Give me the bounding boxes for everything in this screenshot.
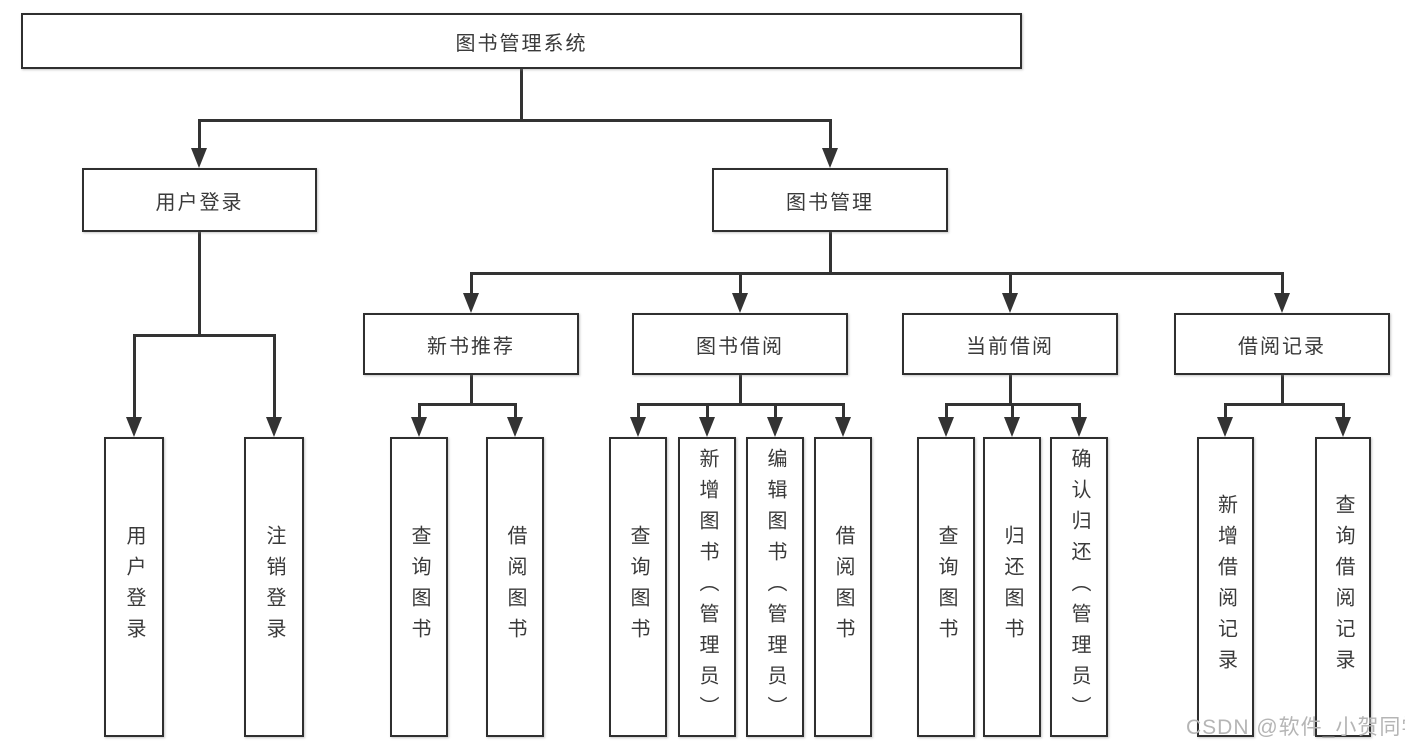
connector-borrow-records-stub	[1281, 375, 1284, 405]
connector-leaf	[637, 403, 640, 429]
connector-leaf	[1342, 403, 1345, 429]
leaf-user-login: 用户登录	[104, 437, 164, 737]
connector-book-management-rail	[470, 272, 1282, 275]
leaf-logout: 注销登录	[244, 437, 304, 737]
leaf-query-books-current: 查询图书	[917, 437, 975, 737]
node-root-label: 图书管理系统	[455, 32, 588, 55]
connector-user-login-rail	[133, 334, 274, 337]
leaf-confirm-return-admin: 确认归还（管理员）	[1050, 437, 1108, 737]
leaf-query-books-current-label: 查询图书	[935, 525, 957, 649]
leaf-confirm-return-admin-label: 确认归还（管理员）	[1068, 447, 1090, 727]
connector-root-to-book-management	[829, 119, 832, 159]
leaf-query-borrow-record-label: 查询借阅记录	[1332, 494, 1354, 680]
arrowhead-icon	[630, 417, 646, 437]
connector-to-leaf-logout	[273, 334, 276, 428]
node-user-login: 用户登录	[82, 168, 317, 232]
arrowhead-icon	[732, 293, 748, 313]
node-book-borrow-label: 图书借阅	[696, 335, 784, 358]
leaf-query-books-recommend: 查询图书	[390, 437, 448, 737]
leaf-borrow-books: 借阅图书	[814, 437, 872, 737]
connector-to-borrow-records	[1281, 272, 1284, 306]
arrowhead-icon	[126, 417, 142, 437]
arrowhead-icon	[1004, 417, 1020, 437]
node-borrow-records-label: 借阅记录	[1238, 335, 1326, 358]
connector-root-rail	[198, 119, 830, 122]
connector-leaf	[842, 403, 845, 429]
arrowhead-icon	[411, 417, 427, 437]
leaf-borrow-books-label: 借阅图书	[832, 525, 854, 649]
connector-leaf	[1011, 403, 1014, 429]
arrowhead-icon	[822, 148, 838, 168]
leaf-query-books-recommend-label: 查询图书	[408, 525, 430, 649]
arrowhead-icon	[1071, 417, 1087, 437]
node-new-book-recommend-label: 新书推荐	[427, 335, 515, 358]
connector-book-borrow-stub	[739, 375, 742, 405]
arrowhead-icon	[1274, 293, 1290, 313]
arrowhead-icon	[835, 417, 851, 437]
connector-leaf	[774, 403, 777, 429]
watermark: CSDN @软件_小贺同学	[1186, 716, 1405, 739]
arrowhead-icon	[1335, 417, 1351, 437]
arrowhead-icon	[1002, 293, 1018, 313]
connector-user-login-stub	[198, 232, 201, 335]
leaf-user-login-label: 用户登录	[123, 525, 145, 649]
node-borrow-records: 借阅记录	[1174, 313, 1390, 375]
connector-to-new-book-recommend	[470, 272, 473, 306]
leaf-add-books-admin: 新增图书（管理员）	[678, 437, 736, 737]
connector-current-borrow-stub	[1009, 375, 1012, 405]
connector-root-to-user-login	[198, 119, 201, 159]
arrowhead-icon	[699, 417, 715, 437]
leaf-add-borrow-record: 新增借阅记录	[1197, 437, 1254, 737]
leaf-logout-label: 注销登录	[263, 525, 285, 649]
arrowhead-icon	[266, 417, 282, 437]
leaf-edit-books-admin-label: 编辑图书（管理员）	[764, 447, 786, 727]
leaf-query-books-borrow: 查询图书	[609, 437, 667, 737]
leaf-borrow-books-recommend: 借阅图书	[486, 437, 544, 737]
node-current-borrow: 当前借阅	[902, 313, 1118, 375]
node-book-management: 图书管理	[712, 168, 948, 232]
connector-borrow-records-rail	[1224, 403, 1344, 406]
node-current-borrow-label: 当前借阅	[966, 335, 1054, 358]
leaf-return-books: 归还图书	[983, 437, 1041, 737]
leaf-return-books-label: 归还图书	[1001, 525, 1023, 649]
connector-leaf	[1078, 403, 1081, 429]
arrowhead-icon	[938, 417, 954, 437]
connector-leaf	[1224, 403, 1227, 429]
connector-to-leaf-user-login	[133, 334, 136, 428]
connector-book-management-stub	[829, 232, 832, 273]
arrowhead-icon	[507, 417, 523, 437]
node-user-login-label: 用户登录	[155, 191, 244, 214]
connector-book-borrow-rail	[637, 403, 844, 406]
arrowhead-icon	[191, 148, 207, 168]
leaf-query-books-borrow-label: 查询图书	[627, 525, 649, 649]
connector-leaf	[706, 403, 709, 429]
node-new-book-recommend: 新书推荐	[363, 313, 579, 375]
leaf-add-borrow-record-label: 新增借阅记录	[1214, 494, 1237, 680]
connector-to-book-borrow	[739, 272, 742, 306]
leaf-edit-books-admin: 编辑图书（管理员）	[746, 437, 804, 737]
arrowhead-icon	[767, 417, 783, 437]
leaf-query-borrow-record: 查询借阅记录	[1315, 437, 1371, 737]
node-book-borrow: 图书借阅	[632, 313, 848, 375]
node-book-management-label: 图书管理	[786, 191, 874, 214]
leaf-add-books-admin-label: 新增图书（管理员）	[696, 447, 718, 727]
connector-to-current-borrow	[1009, 272, 1012, 306]
arrowhead-icon	[463, 293, 479, 313]
connector-root-stub	[520, 69, 523, 120]
arrowhead-icon	[1217, 417, 1233, 437]
connector-new-book-recommend-rail	[418, 403, 516, 406]
leaf-borrow-books-recommend-label: 借阅图书	[504, 525, 526, 649]
connector-leaf	[418, 403, 421, 429]
connector-leaf	[514, 403, 517, 429]
connector-leaf	[945, 403, 948, 429]
connector-new-book-recommend-stub	[470, 375, 473, 405]
node-root: 图书管理系统	[21, 13, 1022, 69]
